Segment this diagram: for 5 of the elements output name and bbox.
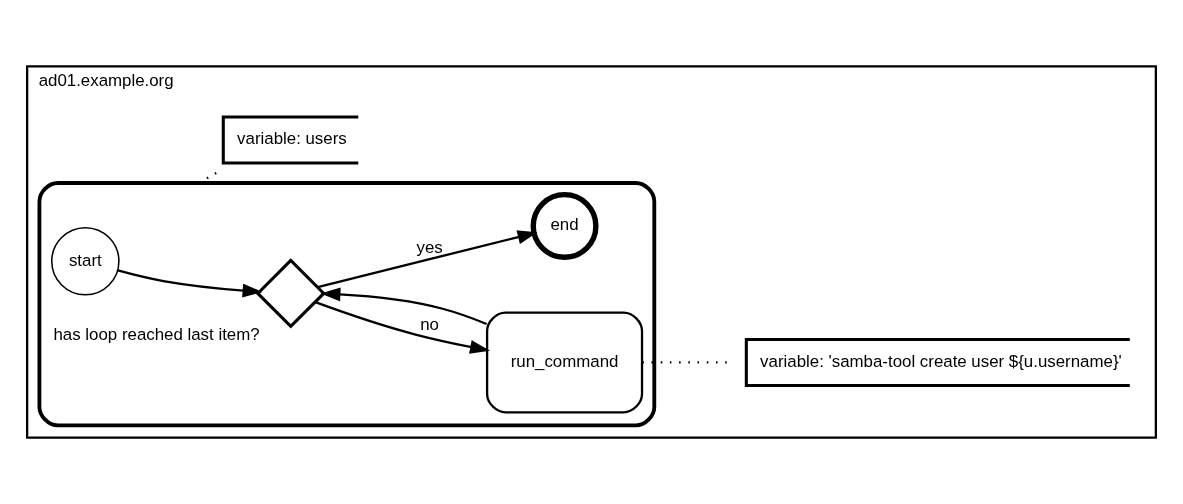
edge-label: no — [420, 314, 439, 334]
edge-label: yes — [416, 238, 443, 258]
node-text: variable: users — [237, 129, 347, 149]
node-label: has loop reached last item? — [53, 324, 260, 344]
node-text: variable: 'samba-tool create user ${u.username}' — [760, 351, 1122, 371]
